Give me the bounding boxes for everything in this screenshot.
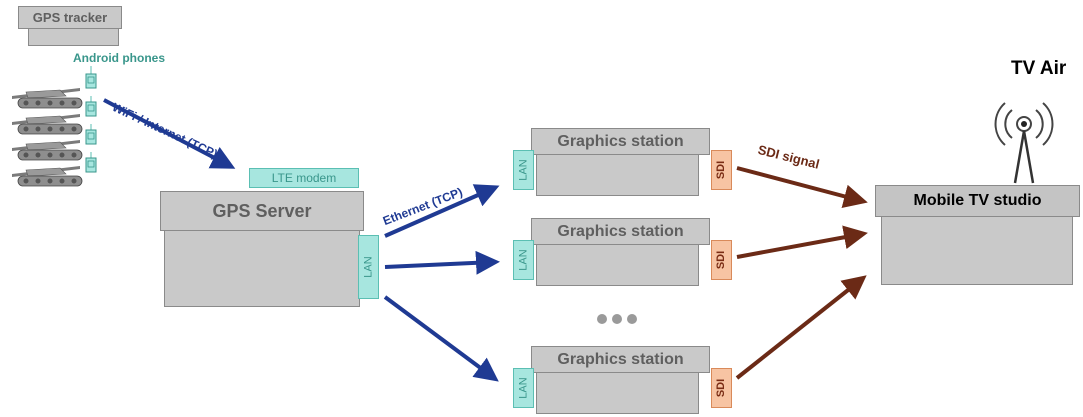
ethernet-arrow-middle (384, 250, 500, 275)
tank-icon (12, 114, 83, 135)
tank-icon (12, 88, 83, 109)
broadcast-antenna-icon (994, 102, 1054, 184)
graphics-station-2-label: Graphics station (557, 223, 684, 240)
gps-tracker-label: GPS tracker (32, 10, 108, 25)
tank-icon (12, 166, 83, 187)
station-2-sdi-port: SDI (711, 240, 732, 280)
station-1-sdi-label: SDI (715, 160, 728, 180)
lte-modem: LTE modem (249, 168, 359, 188)
mobile-tv-studio-header: Mobile TV studio (875, 185, 1080, 217)
server-lan-label: LAN (362, 256, 375, 278)
station-1-lan-port: LAN (513, 150, 534, 190)
graphics-station-2-body (536, 240, 699, 286)
station-1-sdi-port: SDI (711, 150, 732, 190)
phone-icon (85, 73, 97, 89)
gps-tracker-base (28, 28, 119, 46)
phone-group (85, 66, 97, 173)
station-3-sdi-label: SDI (715, 378, 728, 398)
gps-server-header: GPS Server (160, 191, 364, 231)
station-3-sdi-port: SDI (711, 368, 732, 408)
gps-server-body (164, 229, 360, 307)
graphics-station-3-body (536, 368, 699, 414)
graphics-station-1-body (536, 150, 699, 196)
station-3-lan-port: LAN (513, 368, 534, 408)
graphics-station-2-header: Graphics station (531, 218, 710, 245)
sdi-arrow-middle (736, 225, 868, 259)
tank-icon (12, 140, 83, 161)
mobile-tv-studio-body (881, 211, 1073, 285)
ellipsis-icon (597, 314, 637, 324)
phone-icon (85, 157, 97, 173)
phone-icon (85, 101, 97, 117)
station-2-lan-label: LAN (517, 249, 530, 271)
android-phones-label: Android phones (73, 51, 165, 65)
sdi-arrow-top (736, 166, 868, 209)
graphics-station-1-header: Graphics station (531, 128, 710, 155)
ethernet-arrow-bottom (383, 295, 499, 382)
server-lan-port: LAN (358, 235, 379, 299)
graphics-station-3-header: Graphics station (531, 346, 710, 373)
sdi-arrow-bottom (735, 275, 867, 380)
mobile-tv-studio-label: Mobile TV studio (913, 192, 1042, 209)
station-1-lan-label: LAN (517, 159, 530, 181)
gps-tracker-box: GPS tracker (18, 6, 122, 29)
station-3-lan-label: LAN (517, 377, 530, 399)
graphics-station-1-label: Graphics station (557, 133, 684, 150)
graphics-station-3-label: Graphics station (557, 351, 684, 368)
station-2-sdi-label: SDI (715, 250, 728, 270)
tv-air-label: TV Air (1011, 58, 1067, 79)
ethernet-arrow-top (384, 184, 500, 238)
gps-server-label: GPS Server (212, 201, 312, 221)
phone-icon (85, 129, 97, 145)
tank-group (12, 88, 83, 187)
wifi-arrow (103, 98, 236, 169)
station-2-lan-port: LAN (513, 240, 534, 280)
